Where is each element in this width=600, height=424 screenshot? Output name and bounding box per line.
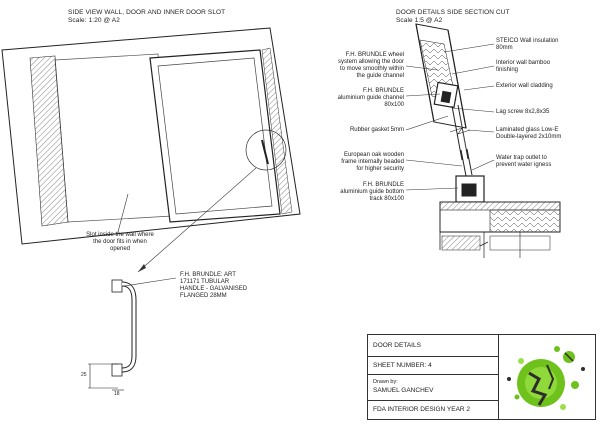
label-line: finishing	[496, 67, 519, 73]
slot-note: Slot inside the wall where the door fits…	[78, 232, 162, 253]
side-view-title: SIDE VIEW WALL, DOOR AND INNER DOOR SLOT	[68, 9, 226, 16]
label-bamboo: Interior wall bamboo finishing	[496, 60, 550, 74]
section-leaders	[405, 43, 495, 191]
author-name: SAMUEL GANCHEV	[373, 387, 434, 394]
green-plant-logo-icon	[507, 346, 585, 410]
label-line: Exterior wall cladding	[496, 83, 553, 89]
label-cladding: Exterior wall cladding	[496, 83, 553, 90]
label-line: aluminium guide channel	[337, 95, 404, 101]
label-line: Laminated glass Low-E	[496, 127, 559, 133]
handle-leader-arrow	[138, 264, 146, 272]
title-block-sheet-number: SHEET NUMBER: 4	[368, 357, 498, 375]
label-line: Double-layered 2x10mm	[496, 134, 562, 140]
label-gasket: Rubber gasket 5mm	[310, 127, 404, 134]
label-line: Water trap outlet to	[496, 155, 547, 161]
drawn-by-label: Drawn by:	[373, 379, 398, 385]
label-line: for higher security	[356, 166, 404, 172]
handle-note-leader	[123, 277, 177, 287]
title-block-logo	[498, 335, 596, 419]
label-line: track 80x100	[369, 196, 404, 202]
label-steico: STEICO Wall insulation 80mm	[496, 38, 558, 52]
label-line: 80mm	[496, 45, 513, 51]
slot-note-line: the door fits in when	[93, 239, 147, 245]
title-block-drawn-by: Drawn by: SAMUEL GANCHEV	[368, 375, 498, 401]
label-guide-channel: F.H. BRUNDLE aluminium guide channel 80x…	[310, 88, 404, 109]
label-line: European oak wooden	[343, 152, 404, 158]
side-view-scale: Scale: 1:20 @ A2	[68, 17, 120, 24]
label-line: Interior wall bamboo	[496, 60, 551, 66]
title-block: DOOR DETAILS SHEET NUMBER: 4 Drawn by: S…	[367, 334, 596, 420]
label-bottom-track: F.H. BRUNDLE aluminium guide bottom trac…	[310, 182, 404, 203]
label-line: F.H. BRUNDLE wheel	[345, 52, 404, 58]
wall-elevation	[1, 27, 301, 245]
handle-note-line: 171171 TUBULAR	[180, 279, 230, 285]
label-line: 80x100	[384, 102, 404, 108]
tubular-handle-drawing	[88, 279, 137, 391]
slot-leader	[117, 193, 129, 233]
label-water-trap: Water trap outlet to prevent water ignes…	[496, 155, 551, 169]
section-cut-drawing	[415, 23, 561, 258]
slot-note-line: opened	[109, 246, 131, 252]
handle-note-line: HANDLE - GALVANISED	[180, 286, 248, 292]
label-wheel: F.H. BRUNDLE wheel system allowing the d…	[310, 52, 404, 80]
label-line: STEICO Wall insulation	[496, 38, 559, 44]
label-line: to move smoothly within	[339, 66, 404, 72]
label-line: system allowing the door	[337, 59, 404, 65]
title-block-course: FDA INTERIOR DESIGN YEAR 2	[373, 406, 471, 413]
label-line: prevent water igness	[496, 162, 552, 168]
label-line: Lag screw 8x2,8x35	[496, 109, 550, 115]
label-line: aluminium guide bottom	[340, 189, 404, 195]
label-lag-screw: Lag screw 8x2,8x35	[496, 109, 549, 116]
label-line: F.H. BRUNDLE	[362, 88, 404, 94]
label-line: frame internally beaded	[341, 159, 404, 165]
handle-note-line: FLANGED 28MM	[180, 293, 227, 299]
handle-dim-label: 25	[81, 372, 87, 378]
title-block-door-details: DOOR DETAILS	[368, 335, 498, 357]
handle-dim-label: 18	[114, 391, 120, 397]
label-line: the guide channel	[356, 73, 404, 79]
label-glass: Laminated glass Low-E Double-layered 2x1…	[496, 127, 561, 141]
section-scale: Scale 1:5 @ A2	[396, 17, 443, 24]
label-oak-frame: European oak wooden frame internally bea…	[310, 152, 404, 173]
handle-note: F.H. BRUNDLE: ART 171171 TUBULAR HANDLE …	[180, 272, 247, 300]
section-title: DOOR DETAILS SIDE SECTION CUT	[396, 9, 510, 16]
handle-note-line: F.H. BRUNDLE: ART	[180, 272, 236, 278]
slot-note-line: Slot inside the wall where	[86, 232, 154, 238]
handle-leader	[137, 167, 257, 273]
label-line: Rubber gasket 5mm	[349, 127, 404, 133]
label-line: F.H. BRUNDLE	[362, 182, 404, 188]
